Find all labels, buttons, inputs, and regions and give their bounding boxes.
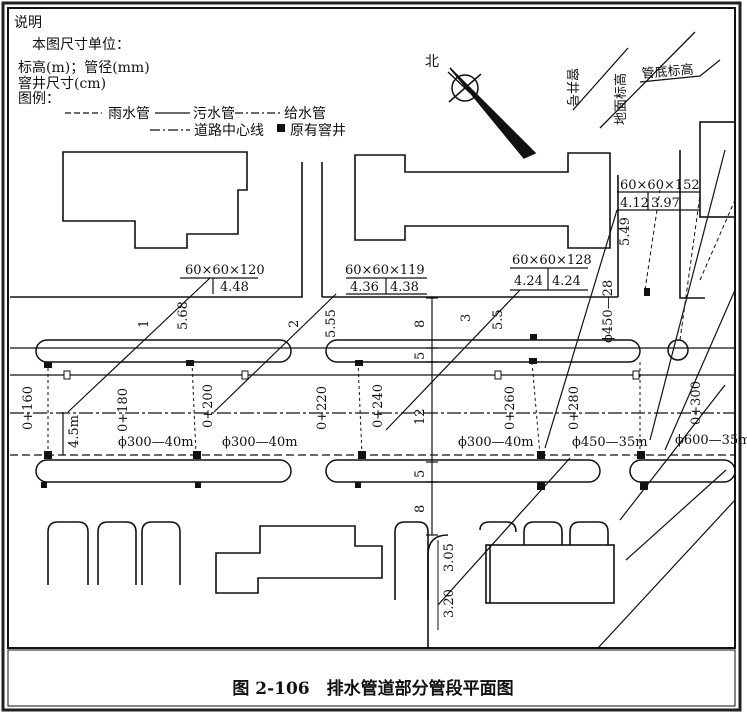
station-1: 0+180	[116, 388, 131, 432]
station-2: 0+200	[201, 384, 216, 428]
legend-heading: 图例：	[18, 91, 60, 107]
legend-title: 说明	[14, 15, 42, 31]
mh1-size: 60×60×120	[185, 263, 265, 278]
mh1-num: 1	[137, 320, 152, 328]
mh4-ground: 4.12	[620, 196, 649, 211]
legend-centerline: 道路中心线	[194, 123, 264, 139]
legend: 说明 本图尺寸单位： 标高(m)；管径(mm) 窨井尺寸(cm) 图例： 雨水管…	[14, 15, 346, 139]
building-right	[699, 121, 736, 218]
dim-8b: 8	[413, 505, 428, 513]
station-4: 0+240	[371, 384, 386, 428]
legend-unit-heading: 本图尺寸单位：	[32, 37, 130, 53]
building-1	[62, 151, 248, 249]
buildings-bottom	[47, 469, 736, 649]
dim-8a: 8	[413, 320, 428, 328]
road	[10, 339, 736, 483]
pipe-vertical-label: ϕ450—28	[601, 280, 616, 343]
island-top-2	[325, 339, 641, 363]
dashed-connectors	[644, 189, 736, 341]
figure-caption: 图 2-106 排水管道部分管段平面图	[232, 678, 513, 699]
building-bottom-2	[485, 544, 615, 604]
island-bottom-2	[325, 459, 601, 483]
invert-elev-label: 管底标高	[641, 62, 694, 82]
block-edge-1	[10, 162, 303, 298]
bottom-elev-a: 3.20	[442, 589, 457, 618]
dim-12: 12	[413, 408, 428, 425]
legend-unit-elev: 标高(m)；管径(mm)	[18, 59, 150, 76]
mh3-ground: 4.24	[514, 274, 543, 289]
mh3-invert: 4.24	[552, 274, 581, 289]
pipe-1: ϕ300—40m	[118, 435, 194, 450]
pipe-4: ϕ450—35m	[572, 435, 648, 450]
mh4-depth: 5.49	[618, 217, 633, 246]
building-bottom-1	[215, 525, 383, 594]
pipe-5: ϕ600—35m	[675, 433, 747, 448]
pipe-2: ϕ300—40m	[222, 435, 298, 450]
buildings-top	[10, 121, 736, 299]
pipe-3: ϕ300—40m	[458, 435, 534, 450]
station-6: 0+280	[567, 386, 582, 430]
block-edge-right	[679, 150, 705, 299]
manhole-symbol	[277, 124, 285, 132]
mh1-depth: 5.68	[176, 301, 191, 330]
station-3: 0+220	[315, 386, 330, 430]
mh2-depth: 5.55	[324, 309, 339, 338]
island-top-1	[35, 339, 292, 363]
mh2-num: 2	[287, 320, 302, 328]
island-bottom-3	[629, 459, 736, 483]
legend-rain: 雨水管	[108, 106, 150, 122]
station-0: 0+160	[21, 386, 36, 430]
manhole-markers	[41, 288, 650, 490]
legend-sewage: 污水管	[193, 106, 235, 122]
mh3-depth: 5.5	[491, 309, 506, 330]
manhole-id-label: 窨井号	[564, 68, 580, 107]
leader-lines	[67, 149, 736, 606]
dim-5a: 5	[413, 352, 428, 360]
building-2	[354, 152, 611, 249]
north-arrow: 北	[425, 54, 537, 159]
mh4-size: 60×60×152	[620, 178, 700, 193]
mh1-invert: 4.48	[220, 280, 249, 295]
station-7: 0+300	[689, 381, 704, 425]
mh2-size: 60×60×119	[345, 263, 425, 278]
north-label: 北	[425, 54, 439, 70]
legend-water: 给水管	[284, 106, 326, 122]
station-5: 0+260	[503, 386, 518, 430]
ground-elev-label: 地面标高	[613, 73, 629, 125]
caption-band	[7, 649, 736, 707]
mh3-size: 60×60×128	[512, 253, 592, 268]
mh3-num: 3	[459, 314, 474, 322]
mh2-ground: 4.36	[350, 280, 379, 295]
mh2-invert: 4.38	[390, 280, 419, 295]
mh4-invert: 3.97	[651, 196, 680, 211]
legend-unit-manhole: 窨井尺寸(cm)	[18, 75, 106, 92]
island-bottom-1	[35, 459, 292, 483]
legend-manhole: 原有窨井	[290, 122, 346, 139]
bottom-elev-b: 3.05	[442, 543, 457, 572]
dim-4-5: 4.5m	[67, 415, 82, 448]
dim-5b: 5	[413, 470, 428, 478]
